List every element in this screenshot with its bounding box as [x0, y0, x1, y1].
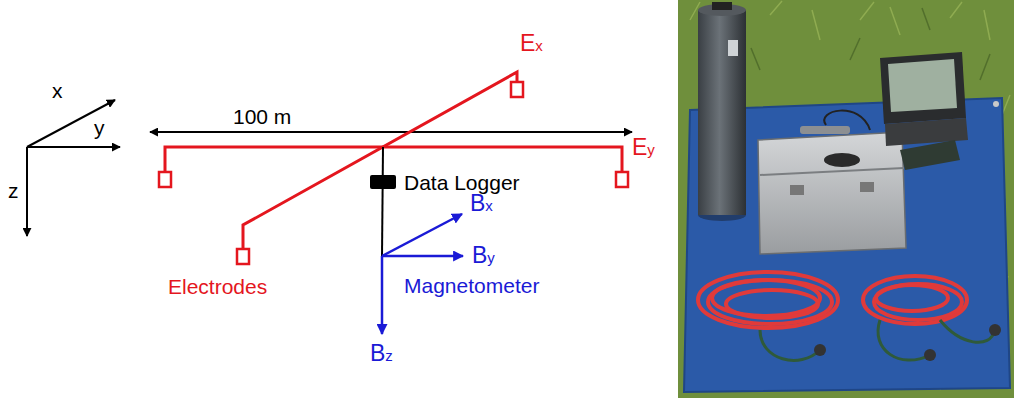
axis-label: x [52, 80, 63, 101]
electrodes [159, 82, 628, 264]
axis-label: z [8, 180, 19, 201]
signal-name: Bx [470, 192, 493, 215]
axis-label: y [94, 117, 105, 138]
electrode-wires [165, 72, 622, 249]
magnetometer-axes [382, 214, 463, 334]
signal-name: Ey [632, 136, 655, 159]
axes [27, 100, 120, 236]
dimension-arrow [150, 131, 632, 133]
field-photo [678, 0, 1014, 398]
logger-cable [382, 147, 383, 256]
part-name: Data Logger [404, 172, 520, 193]
signal-name: By [472, 244, 495, 267]
part-name: Magnetometer [404, 275, 539, 296]
part-name: Electrodes [168, 276, 267, 297]
data-logger [370, 175, 396, 189]
dimension-label: 100 m [233, 106, 291, 127]
signal-name: Bz [370, 342, 393, 365]
signal-name: Ex [520, 32, 543, 55]
